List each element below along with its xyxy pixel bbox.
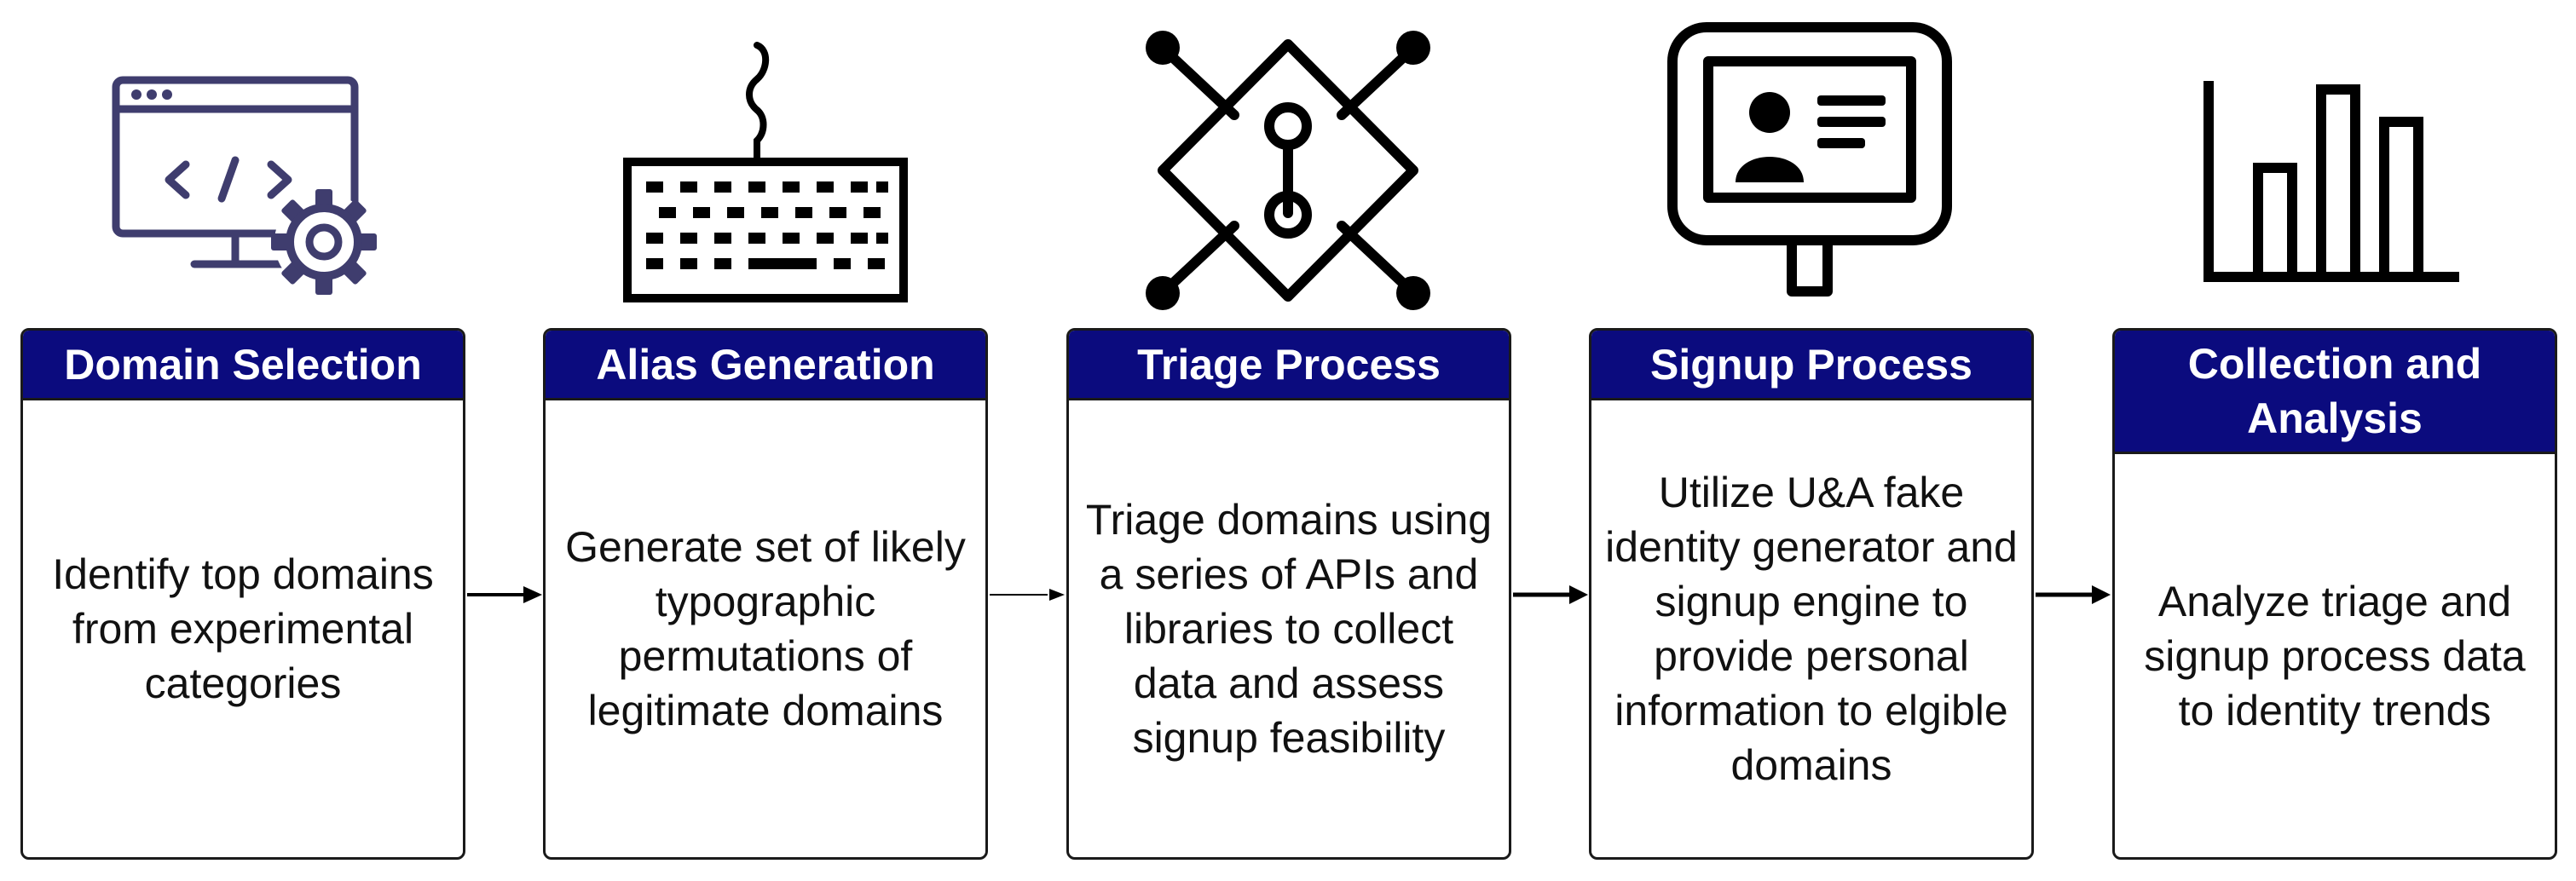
arrow-4 xyxy=(2036,578,2112,612)
step-title: Signup Process xyxy=(1591,331,2031,400)
step-description: Generate set of likely typographic permu… xyxy=(565,523,966,734)
step-title: Collection and Analysis xyxy=(2115,331,2555,454)
bar-chart-icon xyxy=(2203,81,2463,285)
step-description: Utilize U&A fake identity generator and … xyxy=(1605,469,2018,789)
step-alias-generation: Alias Generation Generate set of likely … xyxy=(543,328,988,860)
arrow-1 xyxy=(467,578,544,612)
step-triage-process: Triage Process Triage domains using a se… xyxy=(1066,328,1511,860)
step-title: Domain Selection xyxy=(23,331,463,400)
step-description: Triage domains using a series of APIs an… xyxy=(1085,496,1493,762)
step-signup-process: Signup Process Utilize U&A fake identity… xyxy=(1589,328,2034,860)
arrow-3 xyxy=(1513,578,1590,612)
step-description: Identify top domains from experimental c… xyxy=(52,550,434,707)
step-collection-and-analysis: Collection and Analysis Analyze triage a… xyxy=(2112,328,2557,860)
arrow-2 xyxy=(990,578,1066,612)
circuit-diamond-icon xyxy=(1141,26,1435,315)
step-title: Alias Generation xyxy=(546,331,985,400)
step-title: Triage Process xyxy=(1069,331,1509,400)
step-description: Analyze triage and signup process data t… xyxy=(2144,577,2526,734)
monitor-profile-icon xyxy=(1664,20,1955,302)
monitor-code-gear-icon xyxy=(109,75,390,305)
keyboard-icon xyxy=(621,38,910,302)
step-domain-selection: Domain Selection Identify top domains fr… xyxy=(20,328,465,860)
